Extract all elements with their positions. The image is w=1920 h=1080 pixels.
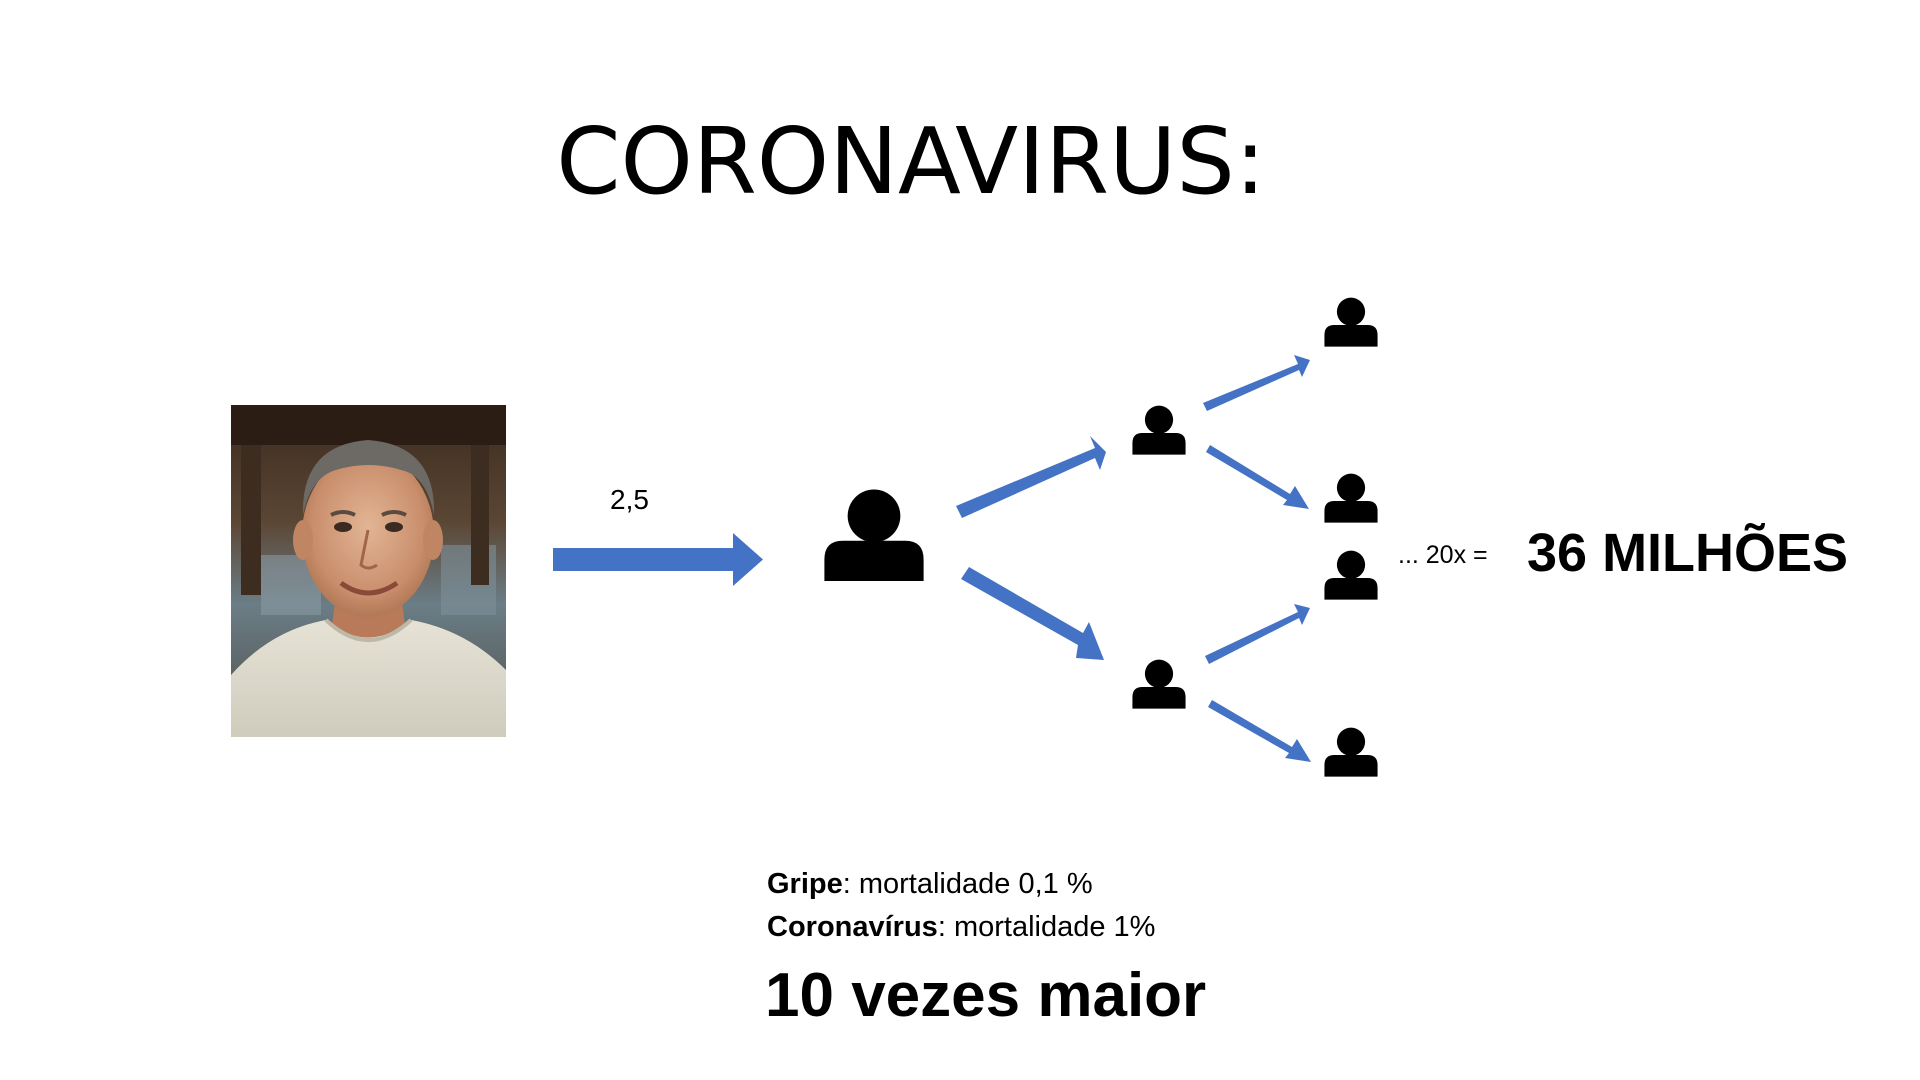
multiplier-label: ... 20x = xyxy=(1398,541,1488,569)
main-arrow xyxy=(553,533,763,586)
flu-mortality-line: Gripe: mortalidade 0,1 % xyxy=(767,863,1155,906)
arrow-to-upper-branch xyxy=(956,436,1106,518)
person-icon xyxy=(1132,659,1186,709)
total-infected-label: 36 MILHÕES xyxy=(1527,523,1849,583)
covid-mortality-line: Coronavírus: mortalidade 1% xyxy=(767,906,1155,949)
person-icon xyxy=(1324,473,1378,523)
person-icon xyxy=(1324,297,1378,347)
conclusion-text: 10 vezes maior xyxy=(765,961,1207,1030)
arrow-level2-3 xyxy=(1205,604,1310,664)
arrow-level2-2 xyxy=(1206,445,1309,509)
covid-mortality-text: : mortalidade 1% xyxy=(937,911,1156,943)
person-icon xyxy=(1324,550,1378,600)
flu-label: Gripe xyxy=(767,868,843,900)
mortality-notes: Gripe: mortalidade 0,1 % Coronavírus: mo… xyxy=(767,863,1155,949)
person-icon xyxy=(1132,405,1186,455)
covid-label: Coronavírus xyxy=(767,911,938,943)
transmission-rate-label: 2,5 xyxy=(610,484,649,515)
flu-mortality-text: : mortalidade 0,1 % xyxy=(842,868,1093,900)
arrow-to-lower-branch xyxy=(961,567,1104,660)
person-icon xyxy=(824,489,924,581)
arrow-level2-4 xyxy=(1208,700,1311,762)
slide-title: CORONAVIRUS: xyxy=(556,108,1266,215)
person-icon xyxy=(1324,727,1378,777)
arrow-level2-1 xyxy=(1203,355,1310,411)
portrait-photo xyxy=(231,405,506,737)
